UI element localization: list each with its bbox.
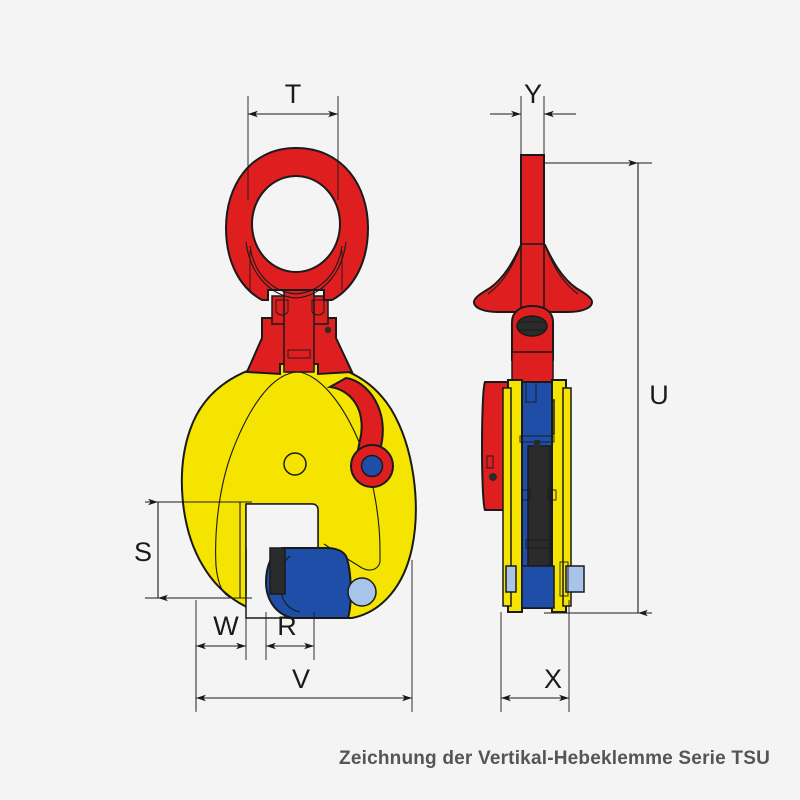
drawing-caption: Zeichnung der Vertikal-Hebeklemme Serie … <box>339 748 770 769</box>
dimension-label-U: U <box>649 380 669 410</box>
latch-block <box>245 289 354 376</box>
side-view: Y U X <box>472 79 669 712</box>
lower-pin <box>347 577 377 607</box>
flange <box>472 243 594 315</box>
jaw-pad <box>264 547 352 619</box>
dimension-label-T: T <box>285 79 302 109</box>
cam-lever <box>326 376 394 488</box>
dimension-S: S <box>134 498 252 602</box>
dimension-X: X <box>500 600 570 712</box>
jaw-pad-shim <box>269 547 286 595</box>
dimension-label-R: R <box>277 611 297 641</box>
dimension-label-V: V <box>292 664 310 694</box>
front-view: T S W R <box>134 79 417 712</box>
dimension-label-W: W <box>213 611 239 641</box>
shackle-ring <box>224 146 370 301</box>
dimension-T: T <box>247 79 339 200</box>
swivel-bolt <box>511 304 554 385</box>
dimension-label-Y: Y <box>524 79 542 109</box>
body-relief-contours <box>215 371 381 599</box>
locking-bolt <box>505 561 585 597</box>
dimension-label-X: X <box>544 664 562 694</box>
dimension-W: W <box>195 600 247 710</box>
cam-assembly <box>519 381 557 609</box>
dimension-label-S: S <box>134 537 152 567</box>
dimension-Y: Y <box>490 79 576 175</box>
latch-bar <box>283 289 315 373</box>
dimension-R: R <box>265 611 315 660</box>
dimension-V: V <box>195 560 413 712</box>
body-center-hole <box>283 452 307 476</box>
dimension-U: U <box>544 159 669 617</box>
